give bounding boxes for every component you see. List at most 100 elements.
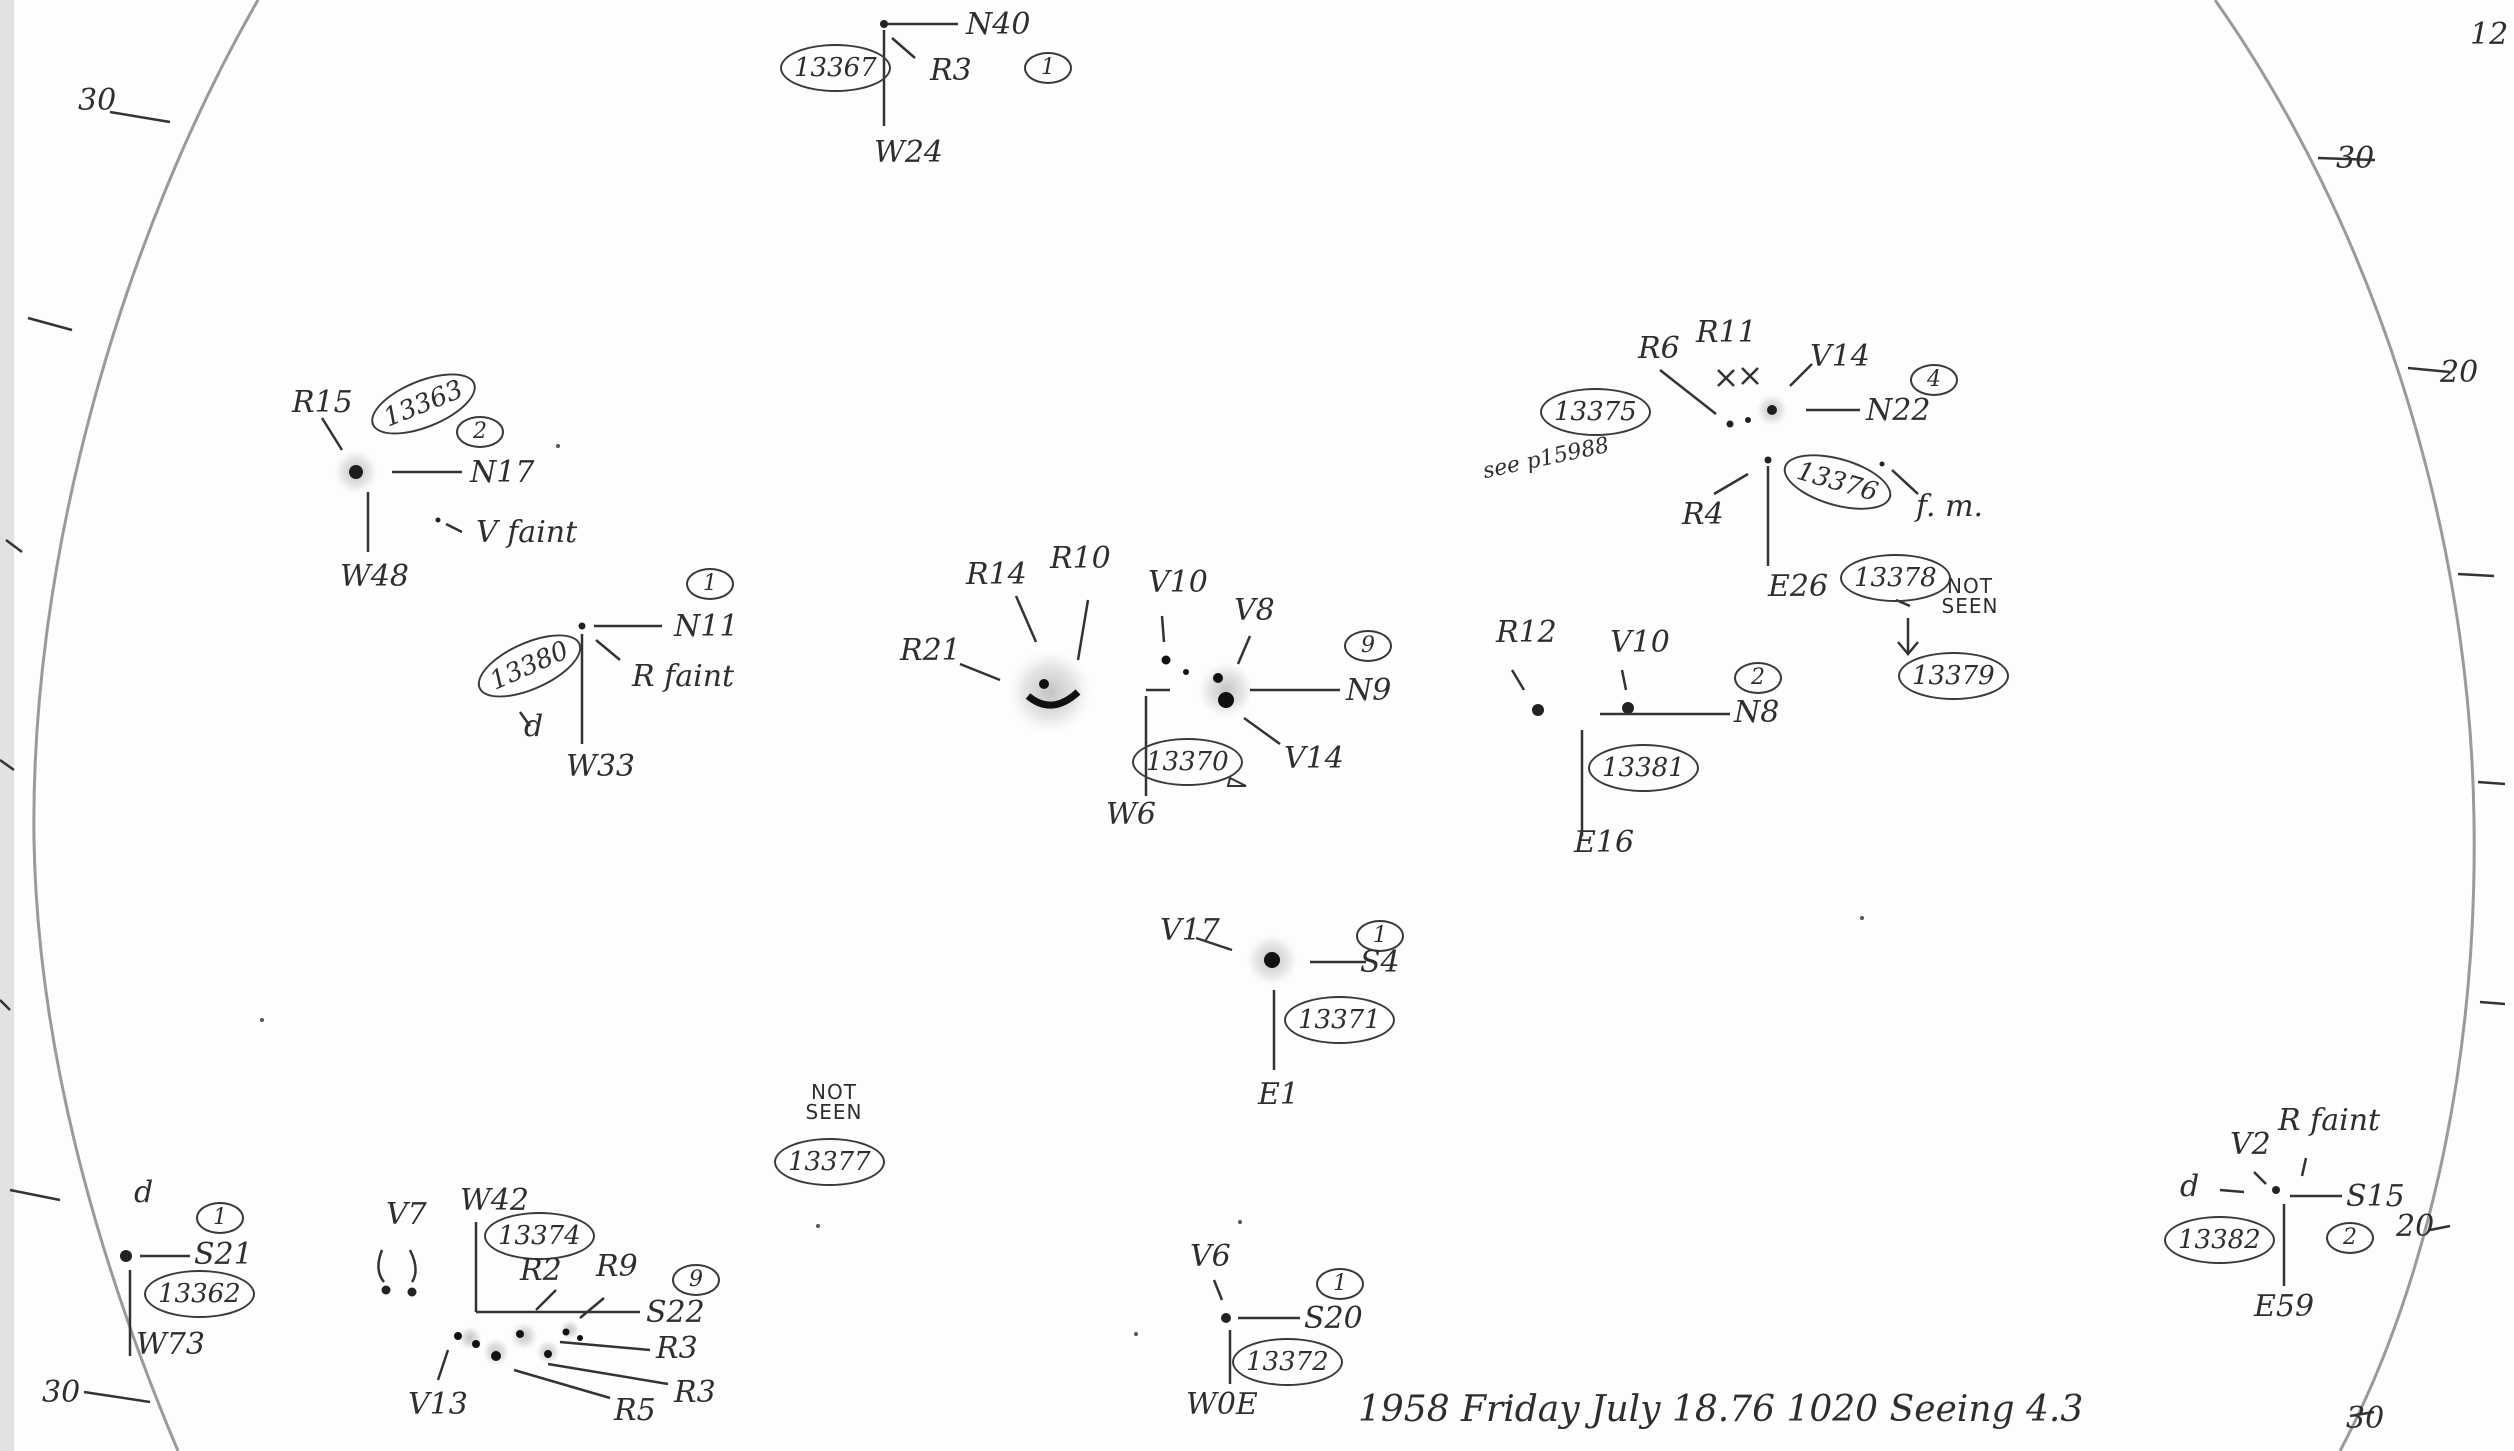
arrow-13378-13379 (1895, 598, 1919, 656)
label-13376-r4: R4 (1682, 497, 1724, 532)
spot-13381-b (1622, 702, 1634, 714)
group-13375-lines (1659, 363, 1860, 415)
group-number-13378: 13378 (1840, 554, 1951, 602)
group-13374-lines (377, 1222, 669, 1400)
umbra-13370-small-b (1183, 669, 1189, 675)
label-13363-r15: R15 (292, 385, 353, 420)
label-13381-v10: V10 (1610, 625, 1670, 660)
group-number-13379: 13379 (1898, 652, 2009, 700)
label-13374-r3-upper: R3 (656, 1331, 698, 1366)
group-13362-lines (128, 1254, 190, 1356)
limb-label-right-20: 20 (2440, 355, 2479, 390)
group-13371-lines (1195, 936, 1366, 1070)
label-13376-fm: f. m. (1916, 489, 1984, 524)
spot-13374-v7b (407, 1287, 417, 1297)
spot-13375-b (1726, 420, 1734, 428)
note-13363-v-faint: V faint (476, 515, 578, 550)
limb-label-left-30: 30 (78, 83, 117, 118)
faint-spot-13376 (1879, 461, 1885, 467)
spot-count-13362: 1 (196, 1202, 244, 1234)
spot-count-13374: 9 (672, 1264, 720, 1296)
label-13370-v10: V10 (1148, 565, 1208, 600)
spot-13362 (120, 1250, 132, 1262)
label-13375-v14: V14 (1810, 339, 1870, 374)
latitude-13371: S4 (1360, 945, 1400, 980)
latitude-13367: N40 (966, 7, 1031, 42)
spot-chain-13374 (454, 1320, 583, 1366)
latitude-13370: N9 (1346, 673, 1392, 708)
spot-count-13382: 2 (2326, 1222, 2374, 1254)
spot-count-13381: 2 (1734, 662, 1782, 694)
label-13370-r21: R21 (900, 633, 961, 668)
observation-footer: 1958 Friday July 18.76 1020 Seeing 4.3 (1358, 1389, 2084, 1430)
latitude-13375: N22 (1866, 393, 1931, 428)
group-13380-lines (518, 624, 662, 744)
label-13375-r6: R6 (1638, 331, 1680, 366)
note-13382-d: d (2180, 1169, 2200, 1204)
umbra-13370-follower-b (1213, 673, 1223, 683)
label-13370-v14: V14 (1284, 741, 1344, 776)
label-13372-v6: V6 (1190, 1239, 1231, 1274)
spot-13380 (578, 622, 586, 630)
umbra-13370-small-a (1161, 655, 1171, 665)
faint-spot-13363 (435, 517, 441, 523)
group-number-13381: 13381 (1588, 744, 1699, 792)
spot-13374-v7a (381, 1285, 391, 1295)
label-13370-r10: R10 (1050, 541, 1111, 576)
label-13367-r3: R3 (930, 53, 972, 88)
note-13380-d: d (524, 709, 544, 744)
spot-13381-a (1532, 704, 1544, 716)
longitude-13362: W73 (136, 1327, 206, 1362)
spot-count-13367: 1 (1024, 52, 1072, 84)
umbra-13370-follower (1218, 692, 1234, 708)
spot-13376 (1764, 456, 1772, 464)
spot-13382 (2272, 1186, 2280, 1194)
umbra-13370-a (1039, 679, 1049, 689)
group-number-13370: 13370 (1132, 738, 1243, 786)
note-13362-d: d (134, 1175, 154, 1210)
latitude-13374: S22 (646, 1295, 705, 1330)
group-number-13375: 13375 (1540, 388, 1651, 436)
group-13376-lines (1713, 466, 1919, 566)
group-number-13367: 13367 (780, 44, 891, 92)
label-13380-r-faint: R faint (632, 659, 735, 694)
spot-count-13371: 1 (1356, 920, 1404, 952)
group-number-13374: 13374 (484, 1212, 595, 1260)
umbra-13370-leader (1025, 689, 1081, 709)
label-13371-v17: V17 (1160, 913, 1220, 948)
spot-count-13370: 9 (1344, 630, 1392, 662)
limb-label-left-30-bottom: 30 (42, 1375, 81, 1410)
label-13374-r9: R9 (596, 1249, 638, 1284)
spot-13367 (880, 20, 888, 28)
group-number-13382: 13382 (2164, 1216, 2275, 1264)
group-13363-lines (320, 417, 463, 552)
group-number-13371: 13371 (1284, 996, 1395, 1044)
solar-limb-left (32, 0, 260, 1451)
group-13382-lines (2219, 1157, 2342, 1286)
label-13381-r12: R12 (1496, 615, 1557, 650)
spot-count-13372: 1 (1316, 1268, 1364, 1300)
solar-limb-right (2213, 0, 2476, 1451)
longitude-13376: E26 (1768, 569, 1829, 604)
limb-scale-ticks (0, 110, 2506, 1418)
longitude-13381: E16 (1574, 825, 1635, 860)
group-number-13362: 13362 (144, 1270, 255, 1318)
spot-count-13363: 2 (456, 416, 504, 448)
status-13377-not-seen: NOT SEEN (805, 1080, 863, 1124)
group-13372-lines (1212, 1279, 1300, 1384)
latitude-13382: S15 (2346, 1179, 2405, 1214)
label-13374-r3-lower: R3 (674, 1375, 716, 1410)
longitude-13382: E59 (2254, 1289, 2315, 1324)
label-13370-v8: V8 (1234, 593, 1275, 628)
spot-13375 (1767, 405, 1777, 415)
spot-count-13380: 1 (686, 568, 734, 600)
spot-13371 (1264, 952, 1280, 968)
latitude-13362: S21 (194, 1237, 253, 1272)
label-13374-v13: V13 (408, 1387, 468, 1422)
label-13374-v7: V7 (386, 1197, 427, 1232)
longitude-13363: W48 (340, 559, 410, 594)
limb-label-right-30: 30 (2336, 141, 2375, 176)
limb-label-right-20-bottom: 20 (2396, 1209, 2435, 1244)
